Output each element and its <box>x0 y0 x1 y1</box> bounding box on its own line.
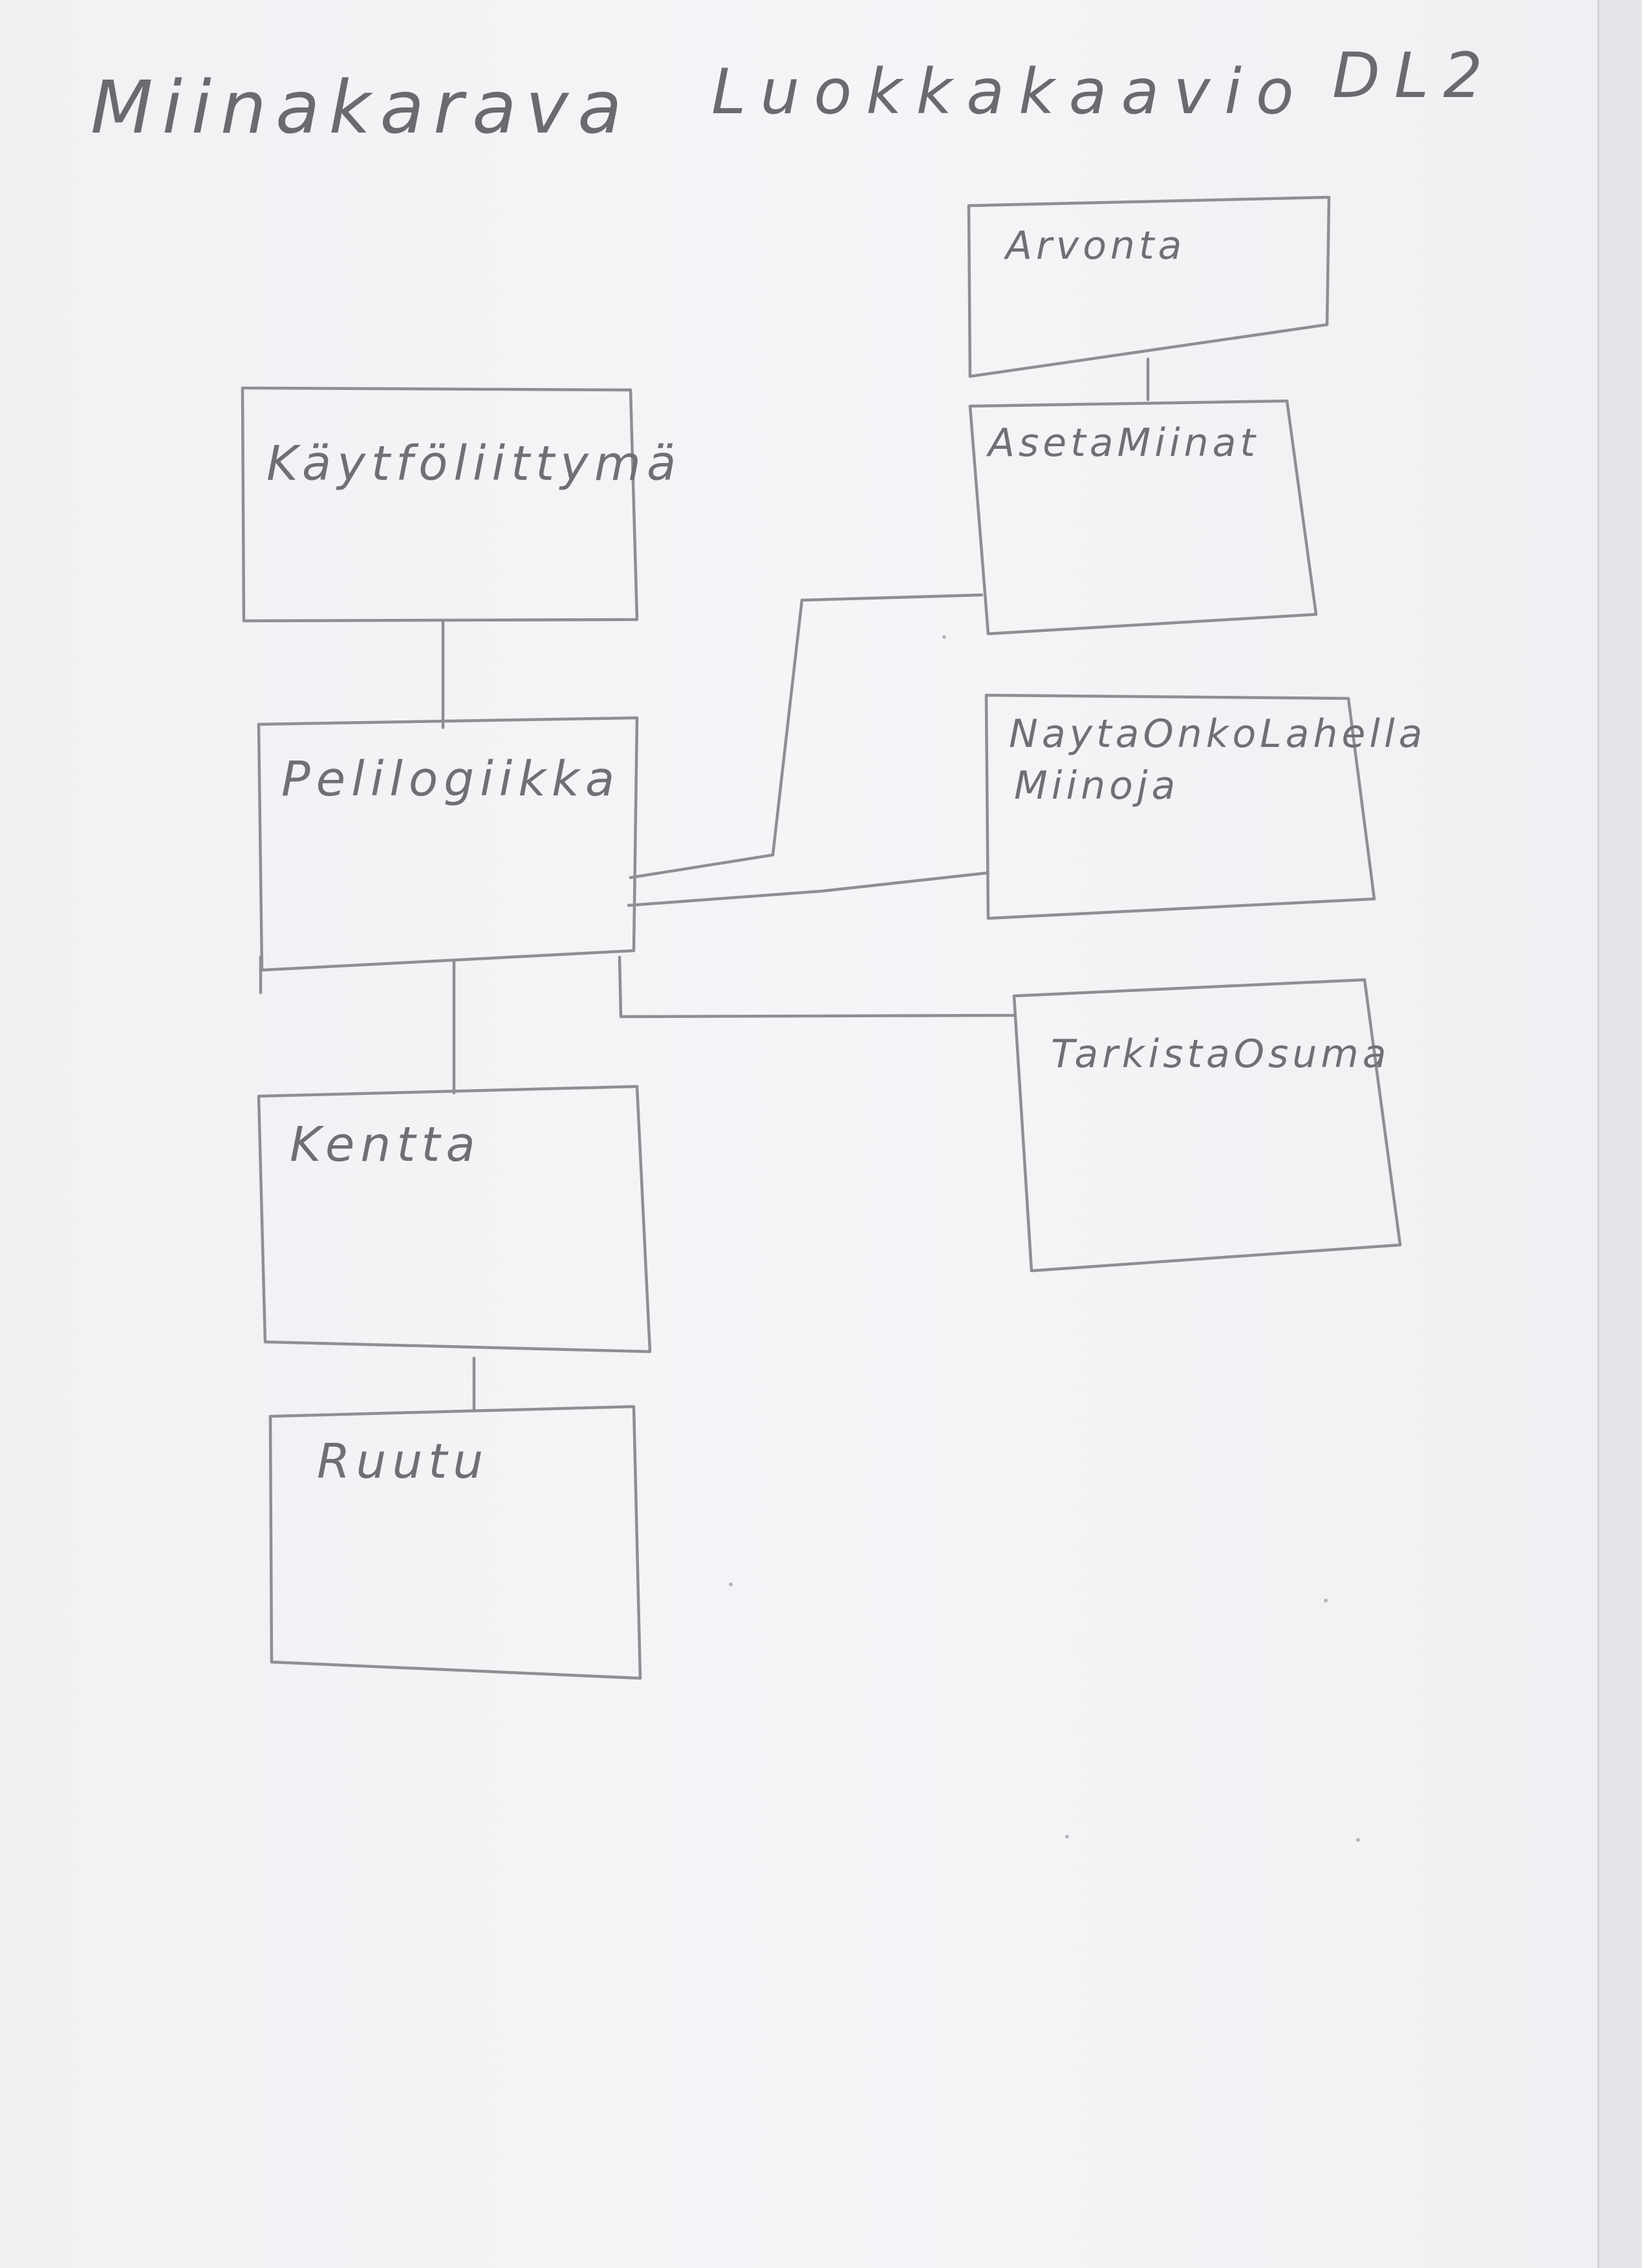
paper-speck <box>1065 1835 1069 1839</box>
asetamiinat-label: AsetaMiinat <box>986 420 1259 466</box>
diagram-subtitle: Luokkakaavio <box>711 56 1308 128</box>
kentta-box <box>257 1085 652 1354</box>
pelilogiikka-box <box>257 716 639 972</box>
paper-speck <box>1324 1599 1328 1603</box>
tarkistaosuma-label: TarkistaOsuma <box>1051 1031 1390 1077</box>
pelilogiikka-label: Pelilogiikka <box>281 751 620 807</box>
kayttoliittyma-label: Käytföliittymä <box>266 436 682 491</box>
naytaonkolahella-label-line1: NaytaOnkoLahella <box>1009 711 1426 757</box>
ruutu-box <box>268 1405 642 1680</box>
connector-pelilogiikka-naytaonkolahella <box>627 871 988 907</box>
kentta-label: Kentta <box>290 1117 481 1172</box>
kayttoliittyma-box <box>241 386 639 623</box>
paper-edge <box>1597 0 1642 2268</box>
paper-speck <box>1356 1838 1360 1842</box>
arvonta-box <box>967 195 1331 378</box>
connector-pelilogiikka-asetamiinat <box>629 593 984 880</box>
connector-pelilogiikka-tarkistaosuma <box>618 955 1016 1019</box>
arvonta-label: Arvonta <box>1003 223 1185 268</box>
paper-speck <box>729 1582 733 1586</box>
diagram-tag: DL2 <box>1332 39 1496 112</box>
diagram-title: Miinakarava <box>91 66 631 150</box>
paper-speck <box>942 635 946 639</box>
naytaonkolahella-label-line2: Miinoja <box>1014 763 1179 808</box>
naytaonkolahella-box <box>984 693 1376 920</box>
ruutu-label: Ruutu <box>317 1434 489 1489</box>
asetamiinat-box <box>968 399 1318 636</box>
tarkistaosuma-box <box>1012 978 1402 1273</box>
